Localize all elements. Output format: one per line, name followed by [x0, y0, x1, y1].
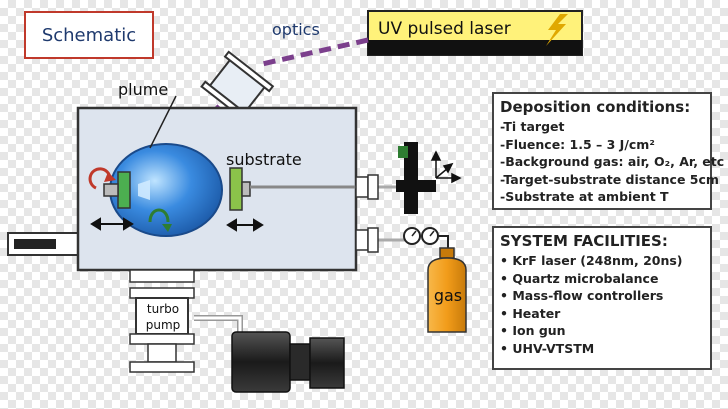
turbo-pump — [129, 269, 195, 373]
facilities-item: • Heater — [500, 305, 561, 321]
double-arrow-icon-2 — [226, 218, 264, 232]
lightning-icon — [546, 14, 568, 46]
deposition-item: -Target-substrate distance 5cm — [500, 171, 719, 187]
plume-core — [138, 180, 150, 200]
facilities-item: • Ion gun — [500, 323, 566, 338]
target-holder — [103, 183, 119, 197]
backing-pump — [231, 331, 345, 393]
facilities-item: • KrF laser (248nm, 20ns) — [500, 253, 683, 268]
deposition-item: -Background gas: air, O₂, Ar, etc — [500, 154, 725, 169]
manipulator — [396, 142, 436, 214]
target — [117, 171, 131, 209]
facilities-item: • Mass-flow controllers — [500, 288, 664, 303]
double-arrow-icon — [90, 217, 134, 231]
left-port — [7, 232, 79, 256]
pressure-gauge-icon — [403, 227, 439, 245]
uv-laser-box — [367, 10, 583, 56]
substrate — [229, 167, 243, 211]
plume-label: plume — [118, 80, 169, 99]
gas-cylinder — [427, 247, 467, 333]
plume-pointer — [149, 95, 177, 149]
deposition-heading: Deposition conditions: — [500, 98, 691, 116]
facilities-item: • UHV-VTSTM — [500, 340, 595, 356]
pump-label: pump — [145, 318, 181, 332]
optics-label: optics — [272, 20, 320, 39]
laser-label: UV pulsed laser — [378, 19, 511, 39]
deposition-item: -Substrate at ambient T — [500, 189, 669, 204]
turbo-label: turbo — [146, 302, 180, 316]
substrate-holder — [241, 181, 251, 197]
system-facilities-panel: SYSTEM FACILITIES: • KrF laser (248nm, 2… — [492, 226, 712, 370]
facilities-heading: SYSTEM FACILITIES: — [500, 232, 668, 250]
facilities-item: • Quartz microbalance — [500, 270, 659, 286]
axes-icon — [430, 150, 462, 184]
deposition-conditions-panel: Deposition conditions: -Ti target -Fluen… — [492, 92, 725, 210]
rotation-arrow-icon-2 — [148, 208, 170, 223]
schematic-title-box: Schematic — [24, 11, 154, 59]
optics-window — [200, 50, 275, 123]
deposition-item: -Fluence: 1.5 – 3 J/cm² — [500, 136, 655, 152]
substrate-label: substrate — [226, 150, 302, 169]
gas-label: gas — [433, 286, 463, 305]
laser-beam — [261, 37, 369, 67]
deposition-item: -Ti target — [500, 119, 565, 134]
